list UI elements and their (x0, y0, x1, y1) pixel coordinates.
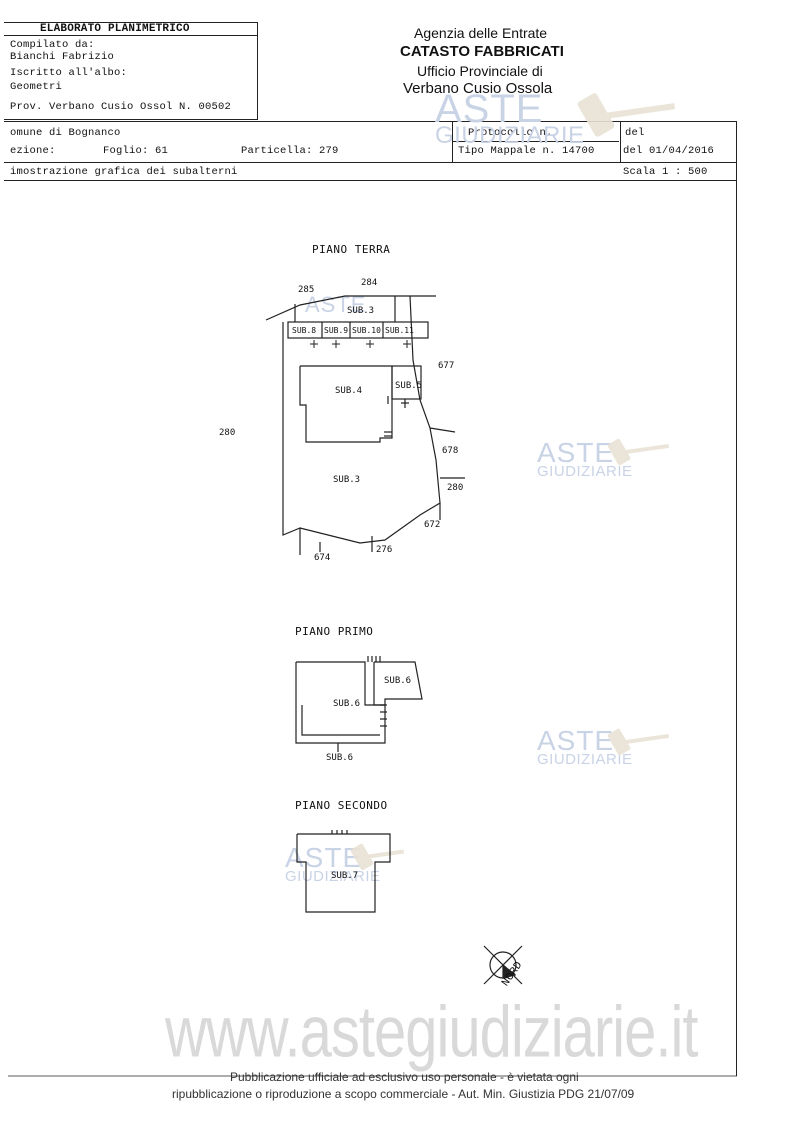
sub4-outline (299, 365, 393, 443)
page-right-border (736, 121, 737, 1076)
sub7-label: SUB.7 (331, 871, 359, 881)
piano-terra-label: PIANO TERRA (312, 243, 391, 256)
sub6-bottom-label: SUB.6 (326, 753, 354, 763)
sub3-main-label: SUB.3 (333, 475, 361, 485)
sub7-outline (296, 833, 391, 913)
protocol-box-divider (452, 141, 619, 142)
watermark-giudiziarie-text: GIUDIZIARIE (285, 868, 381, 885)
north-compass-icon (483, 945, 523, 985)
sub6-right-outline (373, 661, 423, 706)
parcel-672: 672 (424, 520, 441, 530)
particella: Particella: 279 (241, 145, 339, 157)
footer-line-2: ripubblicazione o riproduzione a scopo c… (172, 1087, 635, 1101)
registered-label: Iscritto all'albo: (10, 67, 128, 79)
parcel-285: 285 (298, 285, 315, 295)
watermark-giudiziarie-text: GIUDIZIARIE (537, 751, 633, 768)
watermark-aste-text: ASTE (537, 437, 615, 468)
province-line: Prov. Verbano Cusio Ossol N. 00502 (10, 101, 232, 113)
parcel-boundary-line (265, 295, 436, 321)
parcel-boundary-line (282, 322, 301, 555)
footer-line-1: Pubblicazione ufficiale ad esclusivo uso… (230, 1070, 579, 1084)
watermark-giudiziarie-text: GIUDIZIARIE (435, 122, 585, 149)
sub5-label: SUB.5 (395, 381, 423, 391)
sub3-top-label: SUB.3 (347, 306, 375, 316)
sub11-label: SUB.11 (385, 326, 414, 335)
protocollo: Protocollo n. (468, 127, 553, 139)
watermark-aste-text: ASTE (537, 725, 615, 756)
sub6-inner-line (301, 705, 380, 736)
info-top-line (4, 121, 737, 122)
sub5-outline (391, 365, 422, 400)
sub6-main-label: SUB.6 (333, 699, 361, 709)
parcel-677: 677 (438, 361, 455, 371)
watermark-aste-right-2: ASTE GIUDIZIARIE (537, 725, 633, 768)
sub6-right-label: SUB.6 (384, 676, 412, 686)
sezione-label: ezione: (10, 145, 56, 157)
info-bottom-line (4, 180, 737, 181)
piano-secondo-label: PIANO SECONDO (295, 799, 388, 812)
office-label: Ufficio Provinciale di (417, 63, 543, 79)
parcel-276: 276 (376, 545, 393, 555)
compiled-by-label: Compilato da: (10, 39, 95, 51)
parcel-280-left: 280 (219, 428, 236, 438)
header-title-divider (4, 35, 257, 36)
doc-title: ELABORATO PLANIMETRICO (40, 23, 190, 35)
sub4-label: SUB.4 (335, 386, 363, 396)
comune: omune di Bognanco (10, 127, 121, 139)
watermark-aste-right: ASTE GIUDIZIARIE (537, 437, 633, 480)
watermark-aste-center: ASTE GIUDIZIARIE (285, 842, 381, 885)
watermark-aste-text: ASTE (285, 842, 363, 873)
parcel-674: 674 (314, 553, 331, 563)
header-left-box (4, 22, 258, 120)
gavel-icon (350, 93, 676, 871)
del-date: del 01/04/2016 (623, 145, 715, 157)
compiled-by-name: Bianchi Fabrizio (10, 51, 115, 63)
dimostrazione: imostrazione grafica dei subalterni (10, 166, 238, 178)
sub-row-outline (287, 321, 429, 339)
watermark-aste-text: ASTE (435, 87, 544, 131)
sub10-label: SUB.10 (352, 326, 381, 335)
parcel-280-right: 280 (447, 483, 464, 493)
scala: Scala 1 : 500 (623, 166, 708, 178)
watermark-aste-header: ASTE GIUDIZIARIE (435, 87, 585, 150)
site-watermark: www.astegiudiziarie.it (165, 991, 698, 1073)
piano-primo-label: PIANO PRIMO (295, 625, 374, 638)
sub9-label: SUB.9 (324, 326, 349, 335)
del-label: del (625, 127, 645, 139)
tipo-mappale: Tipo Mappale n. 14700 (458, 145, 595, 157)
access-arrows (310, 340, 411, 348)
sub8-label: SUB.8 (292, 326, 317, 335)
foglio: Foglio: 61 (103, 145, 169, 157)
watermark-giudiziarie-text: GIUDIZIARIE (537, 463, 633, 480)
parcel-boundary-line (429, 427, 456, 433)
parcel-284: 284 (361, 278, 378, 288)
info-mid-line (4, 162, 737, 163)
catasto-title: CATASTO FABBRICATI (400, 43, 564, 60)
agency-name: Agenzia delle Entrate (414, 25, 548, 41)
office-city: Verbano Cusio Ossola (403, 80, 553, 97)
parcel-678: 678 (442, 446, 459, 456)
registered-value: Geometri (10, 81, 63, 93)
